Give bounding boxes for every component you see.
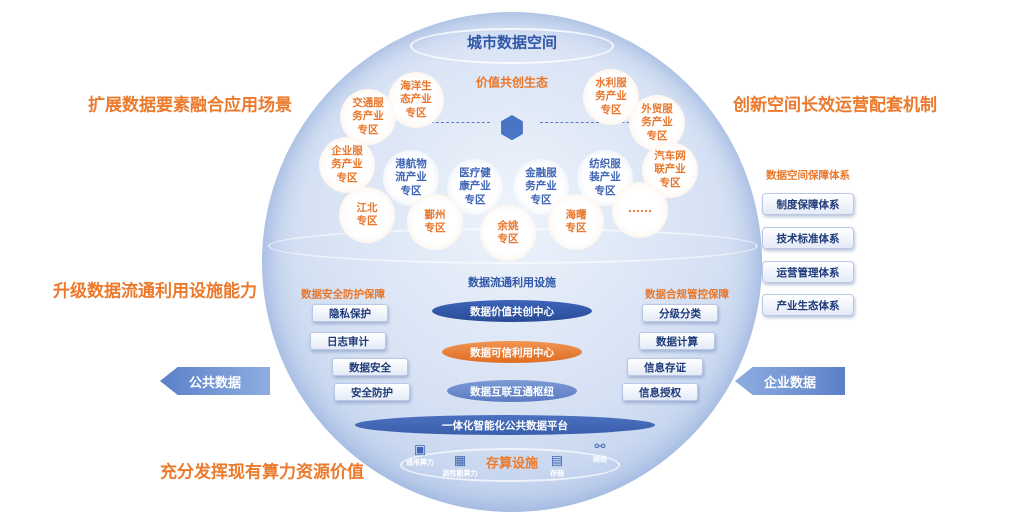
interconnect-hub: 数据互联互通枢纽: [447, 380, 577, 402]
zone-bubble: 江北 专区: [339, 187, 395, 243]
compute-item: 存储: [550, 469, 564, 478]
diagram-title: 城市数据空间: [466, 33, 558, 52]
heading-compute-resources: 充分发挥现有算力资源价值: [160, 462, 364, 483]
title-ring: [410, 28, 614, 64]
enterprise-data-arrow: 企业数据: [735, 367, 845, 395]
compute-item: 通用算力: [406, 458, 434, 467]
guarantee-item: 运营管理体系: [762, 261, 854, 283]
network-icon: ⚯网络: [593, 439, 607, 464]
guarantee-item: 产业生态体系: [762, 294, 854, 316]
guarantee-item: 制度保障体系: [762, 193, 854, 215]
zone-bubble: 交通服 务产业 专区: [340, 89, 396, 145]
zone-bubble: 外贸服 务产业 专区: [629, 95, 685, 151]
zone-bubble: 企业服 务产业 专区: [319, 137, 375, 193]
security-item: 日志审计: [310, 332, 386, 350]
dashed-arrow-right: [540, 122, 650, 123]
zone-bubble: 海曙 专区: [548, 194, 604, 250]
heading-operation-mechanism: 创新空间长效运营配套机制: [733, 95, 937, 116]
security-item: 数据安全: [332, 358, 408, 376]
security-item: 安全防护: [334, 383, 410, 401]
public-data-arrow: 公共数据: [160, 367, 270, 395]
compliance-item: 分级分类: [642, 304, 718, 322]
security-item: 隐私保护: [312, 304, 388, 322]
compliance-item: 信息存证: [627, 358, 703, 376]
storage-icon: ▤存储: [550, 453, 564, 478]
compliance-title: 数据合规管控保障: [645, 288, 729, 301]
heading-expand-scenarios: 扩展数据要素融合应用场景: [88, 95, 292, 116]
chip-icon: ▦高性能算力: [442, 453, 478, 478]
compute-item: 网络: [593, 455, 607, 464]
ecosystem-title: 价值共创生态: [475, 75, 549, 90]
trust-center: 数据可信利用中心: [442, 341, 582, 363]
zone-bubble: 余姚 专区: [480, 205, 536, 261]
guarantee-item: 技术标准体系: [762, 227, 854, 249]
zone-bubble: 港航物 流产业 专区: [383, 150, 439, 206]
heading-upgrade-facility: 升级数据流通利用设施能力: [53, 281, 257, 302]
public-data-platform: 一体化智能化公共数据平台: [355, 415, 655, 435]
cpu-icon: ▣通用算力: [406, 442, 434, 467]
zone-bubble: 海洋生 态产业 专区: [388, 72, 444, 128]
value-center: 数据价值共创中心: [432, 300, 592, 322]
compliance-item: 信息授权: [622, 383, 698, 401]
security-title: 数据安全防护保障: [301, 288, 385, 301]
compute-title: 存算设施: [485, 456, 539, 472]
facility-title: 数据流通利用设施: [468, 276, 556, 289]
cube-icon: ⬢: [498, 110, 526, 146]
compute-item: 高性能算力: [442, 469, 478, 478]
zone-bubble: ......: [612, 182, 668, 238]
guarantee-title: 数据空间保障体系: [766, 169, 850, 182]
dashed-arrow-left: [400, 122, 490, 123]
compliance-item: 数据计算: [639, 332, 715, 350]
zone-bubble: 鄞州 专区: [407, 194, 463, 250]
compute-ring: [400, 448, 620, 482]
